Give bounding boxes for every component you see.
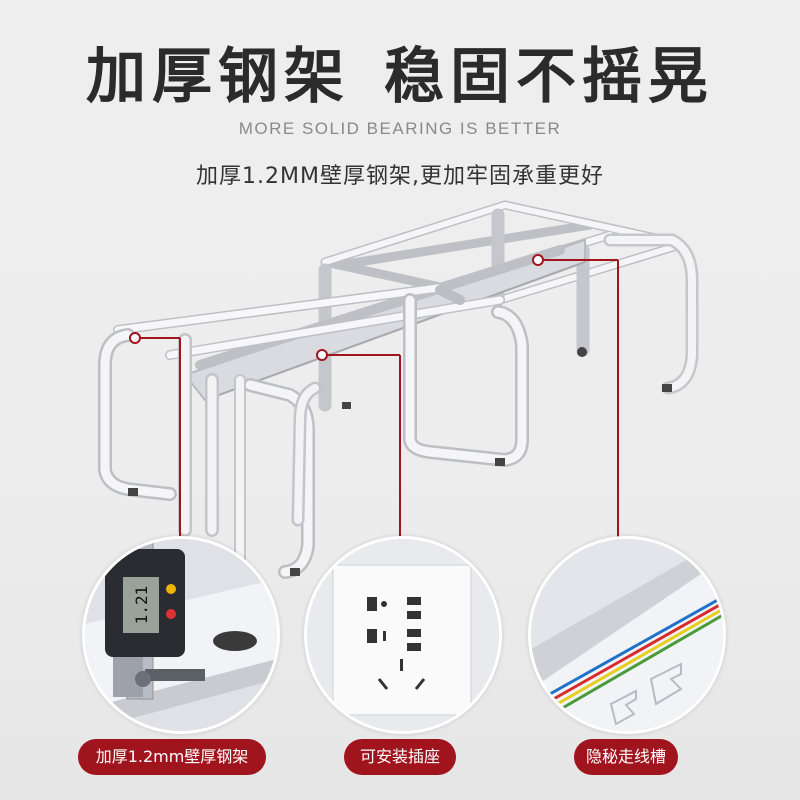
chinese-subtitle: 加厚1.2MM壁厚钢架,更加牢固承重更好: [196, 164, 604, 189]
page-title: 加厚钢架稳固不摇晃: [0, 28, 800, 115]
power-socket-icon: [307, 539, 499, 731]
caliper-icon: 1.21: [85, 539, 277, 731]
english-subtitle: MORE SOLID BEARING IS BETTER: [238, 119, 562, 138]
title-part-2: 稳固不摇晃: [384, 42, 714, 112]
caliper-photo: 1.21: [82, 536, 280, 734]
socket-photo: [304, 536, 502, 734]
cable-tray-photo: [528, 536, 726, 734]
cable-tray-icon: [531, 539, 723, 731]
caliper-reading: 1.21: [132, 586, 151, 625]
feature-label-socket: 可安装插座: [344, 739, 456, 775]
feature-label-cable-tray: 隐秘走线槽: [574, 739, 678, 775]
feature-label-thick-frame: 加厚1.2mm壁厚钢架: [78, 739, 266, 775]
title-part-1: 加厚钢架: [86, 42, 350, 112]
